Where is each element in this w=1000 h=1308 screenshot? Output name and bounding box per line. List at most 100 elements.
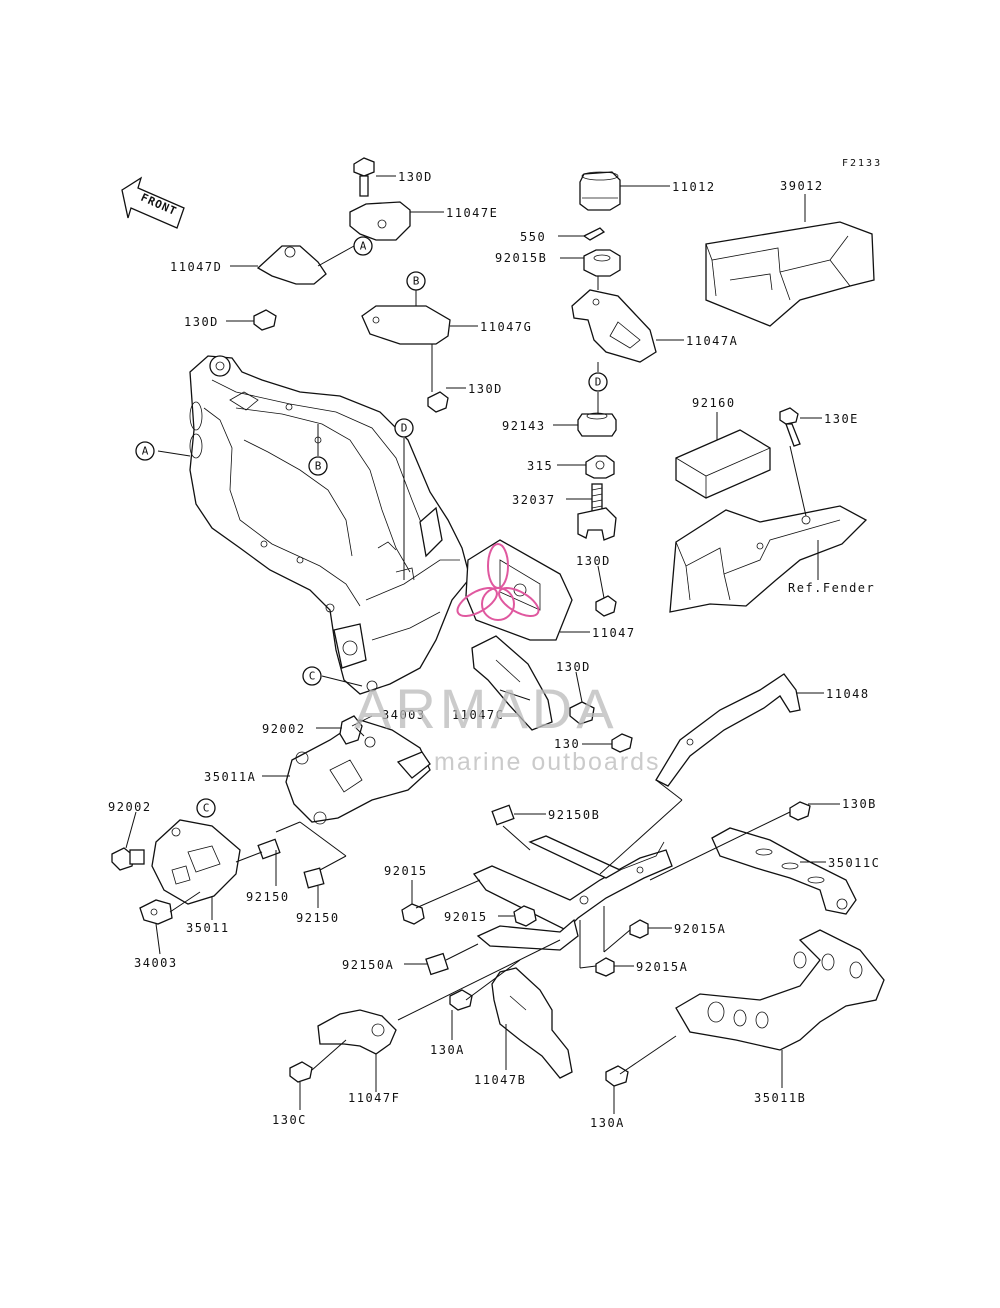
figure-code: F2133 [842,158,882,169]
svg-text:D: D [401,422,408,435]
callout-label: 92015 [444,910,488,924]
part-92150a-bolt [425,952,449,976]
front-arrow-icon: FRONT [121,176,185,229]
part-130d-bolt-left [253,309,277,331]
reference-marker: B [406,271,426,291]
callout-label: 11012 [672,180,716,194]
part-11047d-bracket [256,245,327,285]
part-34003-clamp [139,899,173,925]
callout-label: 315 [527,459,553,473]
part-92150b-collar [491,804,515,826]
part-35011-plate [151,819,241,905]
callout-label: 92150 [296,911,340,925]
callout-label: 92002 [262,722,306,736]
callout-label: 39012 [780,179,824,193]
svg-text:D: D [595,376,602,389]
callout-label: 11047G [480,320,532,334]
part-130e-bolt [779,407,801,447]
callout-label: 130D [468,382,503,396]
svg-text:B: B [315,460,322,473]
reference-marker: C [302,666,322,686]
callout-label: 130E [824,412,859,426]
part-92015-nut-b [513,905,537,927]
svg-text:C: C [309,670,316,683]
callout-label: 92015A [636,960,688,974]
callout-label: 130 [554,737,580,751]
callout-label: 550 [520,230,546,244]
callout-label: 130A [590,1116,625,1130]
watermark: ARMADA marine outboards [354,543,661,776]
callout-label: 130A [430,1043,465,1057]
part-11047e-bracket [349,201,411,241]
lower-crossmember [472,835,673,951]
callout-label: 130D [398,170,433,184]
part-labels: 11012 39012 130D 11047E 550 92015B 11047… [108,170,880,1130]
callout-label: 11048 [826,687,870,701]
part-11047f-plate [317,1009,397,1055]
callout-label: 92150A [342,958,394,972]
part-130d-bolt-mid [427,391,449,413]
part-130a-bolt-a [449,989,473,1011]
callout-label: 92150 [246,890,290,904]
part-11047g-bracket [361,305,451,345]
callout-label: 11047 [592,626,636,640]
callout-label: 130D [184,315,219,329]
callout-label: 92002 [108,800,152,814]
reference-marker: C [196,798,216,818]
callout-label: 130C [272,1113,307,1127]
part-11048-stay [655,673,801,787]
part-92015-nut-a [401,903,425,925]
part-39012-tray [705,221,875,327]
part-92150-collar-a [257,838,281,860]
callout-label: 11047D [170,260,222,274]
part-130c-bolt [289,1061,313,1083]
main-frame [189,355,471,695]
callout-label: 92015A [674,922,726,936]
callout-label: 92150B [548,808,600,822]
reference-marker: D [394,418,414,438]
part-11047b-plate [491,967,573,1079]
part-315-nut [585,455,615,479]
callout-label: Ref.Fender [788,581,875,595]
propeller-logo-icon [456,543,540,621]
svg-text:B: B [413,275,420,288]
part-92150-collar-b [303,867,325,889]
callout-label: 35011 [186,921,230,935]
callout-label: 35011A [204,770,256,784]
svg-text:A: A [360,240,367,253]
part-32037-stud [577,483,617,541]
part-11047c-bracket [471,635,553,731]
part-11047a-bracket [571,289,657,363]
callout-label: 92015 [384,864,428,878]
reference-marker: B [308,456,328,476]
callout-label: 34003 [134,956,178,970]
callout-label: 130B [842,797,877,811]
callout-label: 11047E [446,206,498,220]
callout-label: 35011B [754,1091,806,1105]
callout-label: 35011C [828,856,880,870]
callout-label: 92143 [502,419,546,433]
part-92160-block [675,429,771,499]
callout-label: 11047C [452,708,504,722]
part-11012-cap [579,171,621,211]
watermark-brand: ARMADA [354,677,618,740]
watermark-tagline: marine outboards [434,748,661,776]
callout-label: 92015B [495,251,547,265]
part-130d-bolt-a [595,595,617,617]
callout-label: 11047F [348,1091,400,1105]
part-550-pin [582,227,606,241]
part-92015b-nut [583,249,621,277]
leader-lines [125,175,840,1114]
part-92002-bolt-a [339,715,373,745]
part-35011c-stay [711,827,857,915]
callout-label: 92160 [692,396,736,410]
fender-tray [669,505,868,613]
reference-marker: A [135,441,155,461]
part-130b-bolt [789,801,811,821]
reference-marker: A [353,236,373,256]
callout-label: 11047A [686,334,738,348]
part-92015a-nut-a [629,919,649,939]
callout-label: 130D [576,554,611,568]
part-92143-collar [577,412,617,437]
